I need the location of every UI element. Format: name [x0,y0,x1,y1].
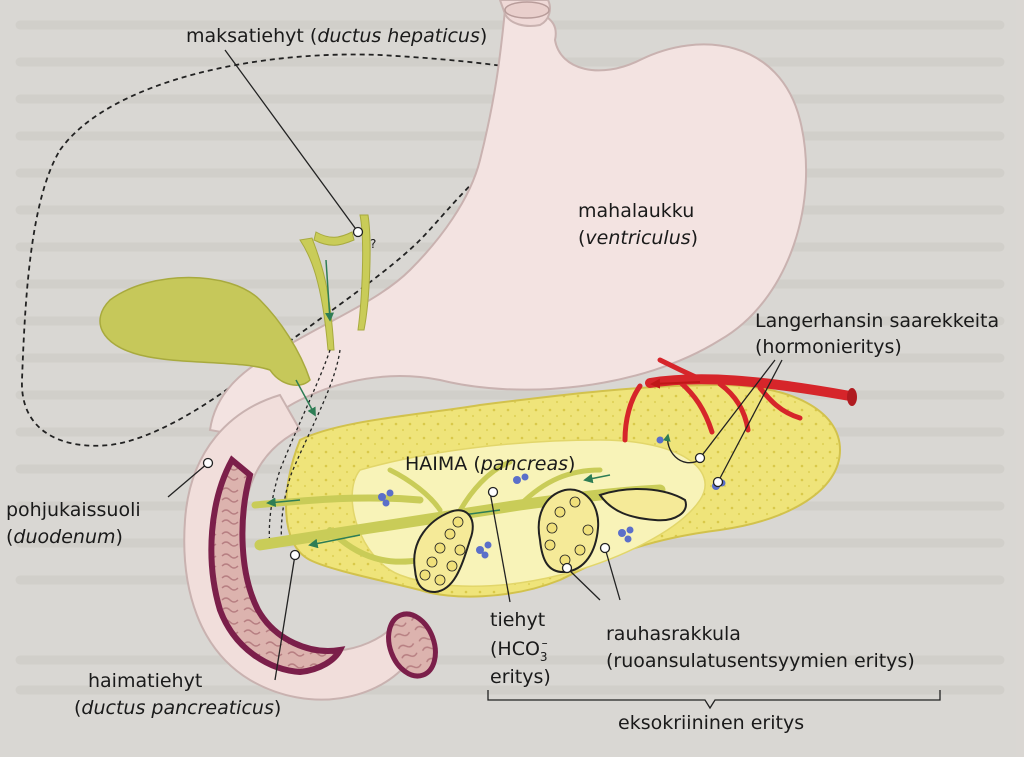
acinus-2 [537,488,600,574]
leader-lines [167,49,783,681]
intestine-opening [386,611,438,679]
label-stomach-latin: (ventriculus) [578,227,698,249]
label-exocrine: eksokriininen eritys [618,712,804,734]
liver-outline [21,53,603,447]
stomach [208,8,807,442]
label-pancreatic-duct: haimatiehyt [88,670,202,692]
label-pancreatic-duct-latin: (ductus pancreaticus) [74,697,281,719]
bile-arrow [325,259,335,322]
artery-arrow [650,378,701,389]
label-pancreas: HAIMA (pancreas) [405,453,575,475]
bile-ducts [299,214,371,351]
exocrine-brace [487,690,941,710]
bile-arrow-2 [295,379,316,417]
label-acinus: rauhasrakkula [606,623,741,645]
label-duct: tiehyt [490,609,545,631]
label-acinus-function: (ruoansulatusentsyymien eritys) [606,650,915,672]
question-mark: ? [370,237,376,251]
artery-end [847,388,857,406]
gallbladder [99,276,311,386]
acinus-1 [413,509,474,594]
islet-arrow [662,433,701,464]
label-duodenum-latin: (duodenum) [6,526,123,548]
acinus-3 [598,487,687,522]
label-islets: Langerhansin saarekkeita [755,310,999,332]
label-duodenum: pohjukaissuoli [6,499,141,521]
label-hepatic-duct: maksatiehyt (ductus hepaticus) [186,25,487,47]
label-stomach: mahalaukku [578,200,694,222]
duodenum-mucosa [208,455,346,676]
splenic-artery [622,357,855,443]
esophagus-opening [504,1,550,19]
label-islets-function: (hormonieritys) [755,336,902,358]
label-duct-secretion: (HCO3– [490,636,548,664]
label-duct-secretion-end: eritys) [490,666,551,688]
leader-dots [202,226,724,574]
